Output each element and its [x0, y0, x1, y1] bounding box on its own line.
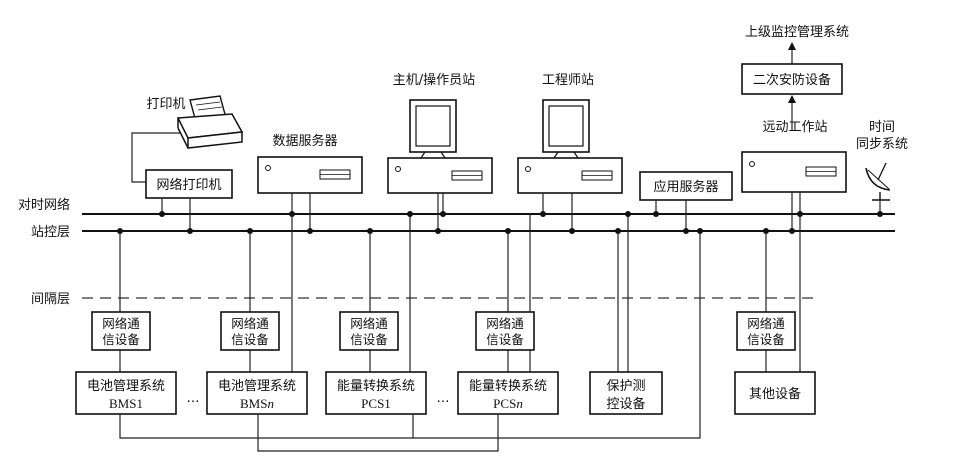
bottom-link-3 — [413, 231, 701, 439]
pcsn-box: 能量转换系统 PCSn — [457, 371, 559, 415]
bottom-link-2 — [257, 414, 499, 452]
svg-text:能量转换系统: 能量转换系统 — [469, 379, 547, 394]
junction — [407, 211, 413, 217]
svg-text:网络通: 网络通 — [350, 316, 388, 331]
svg-text:信设备: 信设备 — [486, 332, 524, 347]
svg-text:能量转换系统: 能量转换系统 — [337, 379, 415, 394]
svg-text:网络通: 网络通 — [486, 316, 524, 331]
svg-text:信设备: 信设备 — [102, 332, 140, 347]
junction — [440, 211, 446, 217]
other-device-box: 其他设备 — [734, 371, 816, 415]
junction — [540, 211, 546, 217]
station-layer-label: 站控层 — [31, 225, 70, 240]
time-network-label: 对时网络 — [18, 197, 70, 213]
junction — [159, 211, 165, 217]
network-printer-box — [145, 169, 233, 199]
satellite-dish-icon — [865, 162, 891, 201]
junction — [615, 228, 621, 234]
svg-text:BMS1: BMS1 — [109, 396, 143, 411]
svg-text:其他设备: 其他设备 — [749, 386, 801, 402]
network-printer-label: 网络打印机 — [156, 177, 221, 193]
host-label: 主机/操作员站 — [393, 72, 475, 88]
svg-text:电池管理系统: 电池管理系统 — [87, 379, 165, 394]
junction — [505, 228, 511, 234]
svg-text:电池管理系统: 电池管理系统 — [218, 379, 296, 394]
bmsn-box: 电池管理系统 BMSn — [206, 371, 308, 415]
junction — [877, 211, 883, 217]
junction — [307, 228, 313, 234]
junction — [367, 228, 373, 234]
junction — [763, 228, 769, 234]
ellipsis-2: … — [437, 391, 450, 406]
svg-text:控设备: 控设备 — [606, 396, 645, 412]
data-server-label: 数据服务器 — [272, 133, 337, 149]
arrow-head-up-1 — [788, 42, 796, 50]
svg-text:PCS1: PCS1 — [361, 396, 391, 411]
printer-link — [131, 132, 180, 183]
comm-box-3: 网络通 信设备 — [339, 311, 399, 351]
data-server-icon — [257, 156, 363, 194]
junction — [247, 228, 253, 234]
svg-text:信设备: 信设备 — [747, 332, 785, 347]
svg-text:信设备: 信设备 — [350, 332, 388, 347]
svg-text:网络通: 网络通 — [231, 316, 269, 331]
comm-box-5: 网络通 信设备 — [736, 311, 796, 351]
bay-layer-label: 间隔层 — [31, 292, 70, 307]
svg-text:网络通: 网络通 — [747, 316, 785, 331]
svg-text:保护测: 保护测 — [606, 379, 645, 394]
comm-box-1: 网络通 信设备 — [91, 311, 151, 351]
junction — [683, 228, 689, 234]
host-computer-icon — [387, 99, 493, 194]
engineer-label: 工程师站 — [542, 73, 594, 88]
telecontrol-label: 远动工作站 — [762, 120, 827, 135]
printer-icon — [176, 95, 244, 149]
printer-label: 打印机 — [146, 97, 185, 112]
junction — [653, 211, 659, 217]
comm-box-2: 网络通 信设备 — [220, 311, 280, 351]
arrow-head-up-2 — [788, 95, 796, 103]
junction — [435, 228, 441, 234]
upper-system-label: 上级监控管理系统 — [745, 25, 849, 40]
security-device-label: 二次安防设备 — [753, 72, 831, 88]
protection-box: 保护测 控设备 — [589, 371, 663, 415]
time-sync-line2: 同步系统 — [856, 137, 908, 152]
junction — [187, 228, 193, 234]
junction — [789, 228, 795, 234]
svg-text:网络通: 网络通 — [102, 316, 140, 331]
junction — [625, 211, 631, 217]
comm-box-4: 网络通 信设备 — [475, 311, 535, 351]
app-server-label: 应用服务器 — [653, 179, 718, 195]
svg-text:BMSn: BMSn — [240, 396, 274, 411]
pcs1-box: 能量转换系统 PCS1 — [325, 371, 427, 415]
bms1-box: 电池管理系统 BMS1 — [75, 371, 177, 415]
time-sync-line1: 时间 — [869, 120, 895, 135]
junction — [117, 228, 123, 234]
svg-text:PCSn: PCSn — [493, 396, 523, 411]
bottom-link-1 — [119, 414, 414, 439]
junction — [697, 228, 703, 234]
telecontrol-server-icon — [741, 151, 847, 193]
engineer-computer-icon — [517, 99, 623, 194]
junction — [569, 228, 575, 234]
ellipsis-1: … — [187, 391, 200, 406]
svg-text:信设备: 信设备 — [231, 332, 269, 347]
app-server-box — [639, 171, 733, 201]
security-device-box — [741, 63, 843, 95]
